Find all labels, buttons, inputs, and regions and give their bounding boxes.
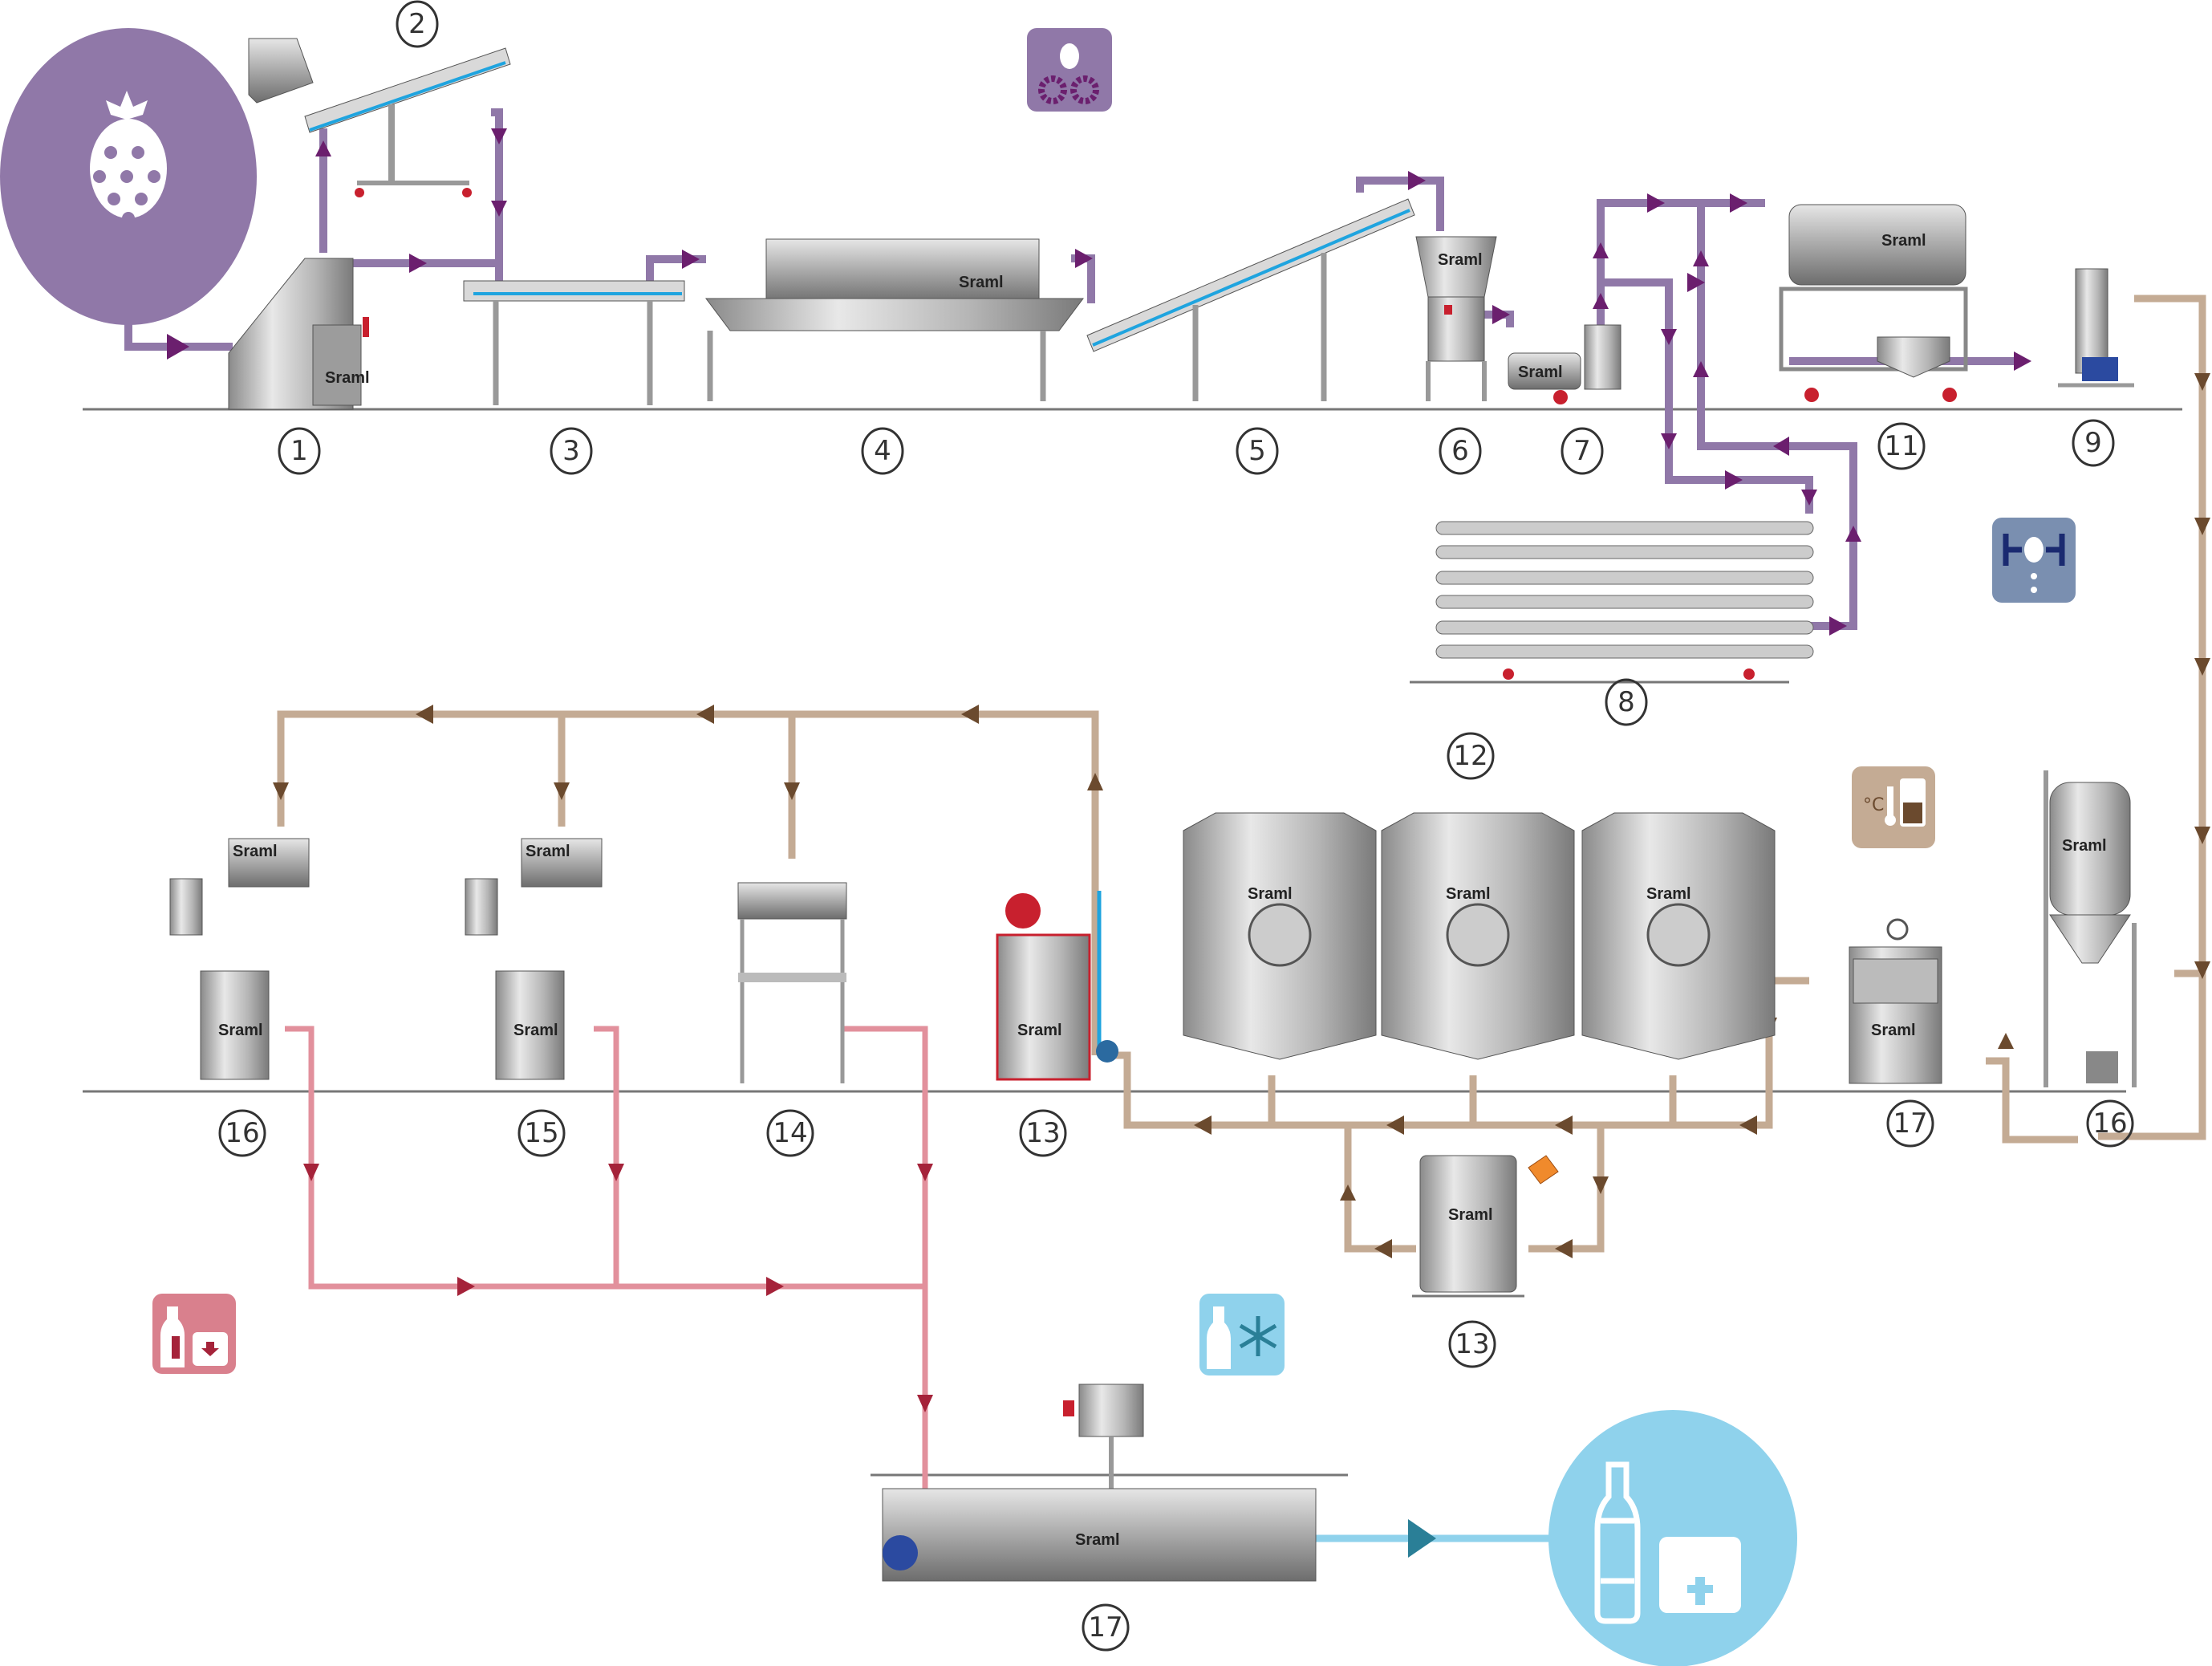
heating-storage-icon: °C xyxy=(1852,766,1935,848)
station-number: 9 xyxy=(2084,427,2102,459)
brand-logo: Sraml xyxy=(959,274,1004,291)
bottling-icon xyxy=(152,1294,236,1374)
station-number: 17 xyxy=(1088,1611,1122,1644)
brand-logo: Sraml xyxy=(526,843,570,860)
station-label-11 xyxy=(1877,422,1926,470)
brand-logo: Sraml xyxy=(513,1022,558,1039)
brand-logo: Sraml xyxy=(1438,251,1483,269)
brand-logo: Sraml xyxy=(218,1022,263,1039)
station-label-texts: 1 2 3 4 5 6 7 8 11 9 16 17 12 13 13 14 1… xyxy=(225,8,2127,1644)
equipment-12-storage-tanks[interactable]: Sraml Sraml Sraml xyxy=(1183,812,1776,1060)
brand-logo: Sraml xyxy=(1871,1022,1916,1039)
brand-logo: Sraml xyxy=(233,843,278,860)
equipment-4-roller-washer[interactable]: Sraml xyxy=(705,238,1084,401)
output-flow xyxy=(1312,1519,1552,1558)
fruit-flow-arrows xyxy=(167,128,2031,636)
station-label-4 xyxy=(861,427,904,475)
station-label-15 xyxy=(517,1109,566,1157)
juice-flow-arrows xyxy=(273,373,2210,1258)
equipment-2-inclined-conveyor[interactable] xyxy=(248,38,511,197)
station-number: 13 xyxy=(1025,1117,1060,1149)
station-label-2 xyxy=(396,0,439,48)
storage-tank[interactable]: Sraml xyxy=(1381,812,1575,1060)
equipment-7-mash-pump[interactable]: Sraml xyxy=(1508,324,1621,404)
station-label-17b xyxy=(1082,1603,1130,1652)
equipment-6-fruit-mill[interactable]: Sraml xyxy=(1415,236,1497,401)
station-label-13b xyxy=(1448,1320,1496,1368)
brand-logo: Sraml xyxy=(1881,232,1926,250)
station-label-1 xyxy=(278,427,321,475)
equipment-16-bag-in-box-filler[interactable]: Sraml Sraml xyxy=(169,838,310,1080)
brand-logo: Sraml xyxy=(1017,1022,1062,1039)
celsius-label: °C xyxy=(1863,795,1884,815)
equipment-15-bottle-filler[interactable]: Sraml Sraml xyxy=(465,838,603,1080)
bottle-and-bag-in-box-icon xyxy=(1594,1461,1741,1624)
station-label-3 xyxy=(550,427,593,475)
equipment-13-buffer-tank[interactable]: Sraml xyxy=(1419,1155,1559,1293)
station-number: 2 xyxy=(408,8,426,40)
station-label-9 xyxy=(2072,419,2115,467)
fruit-processing-icon xyxy=(1027,28,1112,112)
station-number: 13 xyxy=(1455,1328,1489,1360)
station-number: 12 xyxy=(1453,740,1488,772)
storage-tank[interactable]: Sraml xyxy=(1183,812,1377,1060)
station-label-16a xyxy=(2086,1099,2134,1148)
floor-lines xyxy=(83,408,2182,1477)
station-label-17a xyxy=(1886,1099,1934,1148)
brand-logo: Sraml xyxy=(1518,364,1563,381)
station-label-7 xyxy=(1561,427,1604,475)
station-label-5 xyxy=(1236,427,1279,475)
station-number: 17 xyxy=(1893,1107,1927,1140)
station-label-14 xyxy=(766,1109,814,1157)
equipment-17-homogenizer[interactable]: Sraml xyxy=(1849,918,1942,1084)
station-number: 8 xyxy=(1617,686,1635,718)
equipment-8-heat-exchanger[interactable] xyxy=(1435,521,1814,680)
brand-logo: Sraml xyxy=(325,369,370,387)
raw-fruit-input xyxy=(0,28,257,325)
equipment-17-cooling-tunnel[interactable]: Sraml xyxy=(882,1384,1317,1582)
brand-logo: Sraml xyxy=(1248,885,1293,903)
station-label-6 xyxy=(1439,427,1482,475)
juice-flow-lines xyxy=(277,295,2206,1253)
raspberry-icon xyxy=(90,91,167,225)
station-label-16b xyxy=(218,1109,266,1157)
packaged-output xyxy=(1548,1410,1797,1666)
equipment-9-pump-filter[interactable] xyxy=(2058,268,2134,388)
station-label-13a xyxy=(1019,1109,1067,1157)
cooling-icon xyxy=(1199,1294,1285,1375)
equipment-5-inclined-conveyor[interactable] xyxy=(1086,198,1415,401)
brand-logo: Sraml xyxy=(1446,885,1491,903)
station-number: 5 xyxy=(1248,435,1266,467)
station-label-8 xyxy=(1605,678,1648,726)
brand-logo: Sraml xyxy=(1075,1531,1120,1549)
brand-logo: Sraml xyxy=(2062,837,2107,855)
station-labels xyxy=(218,0,2134,1652)
equipment-11-pulper[interactable]: Sraml xyxy=(1779,204,1968,402)
brand-logo: Sraml xyxy=(1448,1206,1493,1224)
equipment-3-sorting-conveyor[interactable] xyxy=(463,280,685,405)
pressing-icon xyxy=(1992,518,2076,603)
station-label-12 xyxy=(1447,732,1495,780)
equipment-1-washer[interactable]: Sraml xyxy=(228,258,370,410)
equipment-14-gravity-filler[interactable] xyxy=(737,882,847,1083)
brand-logo: Sraml xyxy=(1646,885,1691,903)
bottling-flow-arrows xyxy=(303,1164,933,1412)
storage-tank[interactable]: Sraml xyxy=(1581,812,1776,1060)
station-number: 16 xyxy=(2092,1107,2127,1140)
station-number: 7 xyxy=(1573,435,1591,467)
station-number: 14 xyxy=(773,1117,807,1149)
equipment-16-evaporator[interactable]: Sraml xyxy=(2044,770,2137,1087)
station-number: 6 xyxy=(1451,435,1469,467)
station-number: 3 xyxy=(562,435,580,467)
bottling-flow-lines xyxy=(285,1026,928,1501)
station-number: 16 xyxy=(225,1117,259,1149)
station-number: 1 xyxy=(290,435,308,467)
station-number: 15 xyxy=(524,1117,558,1149)
station-number: 4 xyxy=(874,435,891,467)
station-number: 11 xyxy=(1884,430,1918,462)
equipment-13-pasteurizer-unit[interactable]: Sraml xyxy=(996,891,1118,1081)
